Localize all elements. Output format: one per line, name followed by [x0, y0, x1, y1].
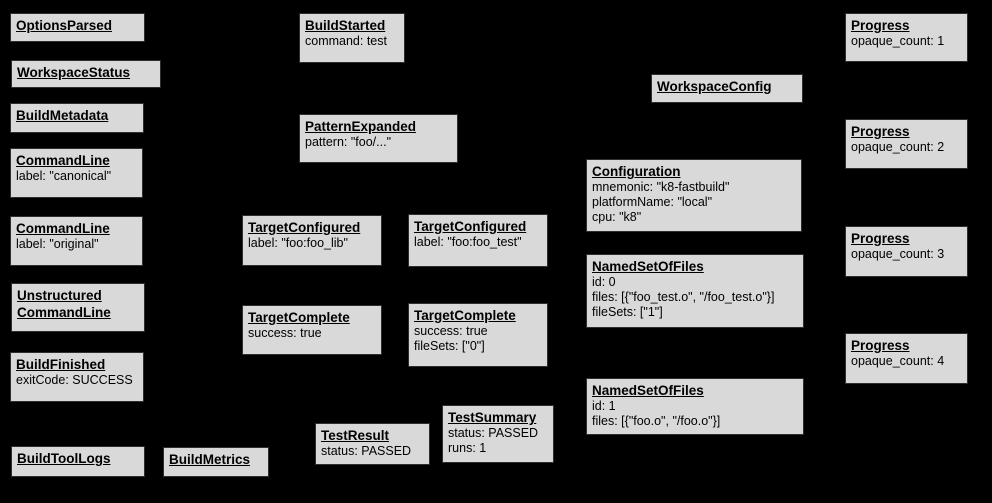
node-title: NamedSetOfFiles — [592, 259, 704, 274]
node-named-set-of-files-1: NamedSetOfFiles id: 1 files: [{"foo.o", … — [586, 378, 804, 435]
node-workspace-config: WorkspaceConfig — [651, 74, 803, 103]
node-field: label: "foo:foo_lib" — [248, 236, 348, 250]
node-named-set-of-files-0: NamedSetOfFiles id: 0 files: [{"foo_test… — [586, 254, 804, 328]
node-field: success: true — [414, 324, 488, 338]
node-field: runs: 1 — [448, 441, 487, 455]
node-progress-2: Progress opaque_count: 2 — [845, 119, 968, 169]
node-title: NamedSetOfFiles — [592, 383, 704, 398]
node-field: status: PASSED — [448, 426, 539, 440]
node-title: TargetConfigured — [414, 219, 527, 234]
node-title: CommandLine — [16, 153, 110, 168]
node-title: Progress — [851, 231, 910, 246]
node-field: fileSets: ["1"] — [592, 305, 663, 319]
node-pattern-expanded: PatternExpanded pattern: "foo/..." — [299, 114, 458, 163]
node-build-tool-logs: BuildToolLogs — [11, 446, 145, 477]
node-field: id: 1 — [592, 399, 616, 413]
node-build-metadata: BuildMetadata — [10, 103, 144, 133]
node-title: BuildToolLogs — [17, 451, 111, 466]
node-title: TargetComplete — [414, 308, 516, 323]
node-field: platformName: "local" — [592, 195, 713, 209]
node-title: Unstructured CommandLine — [17, 288, 111, 320]
node-title: TargetConfigured — [248, 220, 361, 235]
node-title: TargetComplete — [248, 310, 350, 325]
node-title: TestSummary — [448, 410, 537, 425]
node-title: BuildMetrics — [169, 452, 251, 467]
node-field: fileSets: ["0"] — [414, 339, 485, 353]
node-target-configured-foo-lib: TargetConfigured label: "foo:foo_lib" — [242, 215, 382, 266]
node-title: PatternExpanded — [305, 119, 417, 134]
node-field: label: "canonical" — [16, 169, 112, 183]
node-field: opaque_count: 2 — [851, 140, 945, 154]
node-field: id: 0 — [592, 275, 616, 289]
node-field: cpu: "k8" — [592, 210, 642, 224]
node-configuration: Configuration mnemonic: "k8-fastbuild" p… — [586, 159, 802, 232]
node-field: opaque_count: 3 — [851, 247, 945, 261]
node-field: status: PASSED — [321, 444, 412, 458]
node-progress-4: Progress opaque_count: 4 — [845, 333, 968, 384]
node-target-complete-foo-test: TargetComplete success: true fileSets: [… — [408, 303, 548, 367]
node-title: Configuration — [592, 164, 681, 179]
node-field: files: [{"foo_test.o", "/foo_test.o"}] — [592, 290, 775, 304]
node-options-parsed: OptionsParsed — [10, 13, 145, 42]
node-command-line-original: CommandLine label: "original" — [10, 216, 143, 266]
node-workspace-status: WorkspaceStatus — [11, 60, 161, 88]
node-field: pattern: "foo/..." — [305, 135, 392, 149]
node-title: Progress — [851, 338, 910, 353]
node-build-started: BuildStarted command: test — [299, 13, 405, 63]
node-field: mnemonic: "k8-fastbuild" — [592, 180, 730, 194]
node-target-complete-foo-lib: TargetComplete success: true — [242, 305, 382, 355]
node-build-finished: BuildFinished exitCode: SUCCESS — [10, 352, 144, 402]
node-field: success: true — [248, 326, 322, 340]
node-build-metrics: BuildMetrics — [163, 447, 269, 477]
node-field: exitCode: SUCCESS — [16, 373, 133, 387]
node-progress-1: Progress opaque_count: 1 — [845, 13, 968, 62]
node-field: label: "foo:foo_test" — [414, 235, 522, 249]
node-title: BuildStarted — [305, 18, 386, 33]
node-unstructured-command-line: Unstructured CommandLine — [11, 283, 145, 332]
node-field: opaque_count: 4 — [851, 354, 945, 368]
node-title: WorkspaceConfig — [657, 79, 772, 94]
node-title: CommandLine — [16, 221, 110, 236]
node-title: OptionsParsed — [16, 18, 113, 33]
node-title: Progress — [851, 124, 910, 139]
node-command-line-canonical: CommandLine label: "canonical" — [10, 148, 143, 198]
node-title: BuildFinished — [16, 357, 106, 372]
node-title: BuildMetadata — [16, 108, 109, 123]
node-target-configured-foo-test: TargetConfigured label: "foo:foo_test" — [408, 214, 548, 267]
node-field: opaque_count: 1 — [851, 34, 945, 48]
node-test-result: TestResult status: PASSED — [315, 423, 430, 465]
node-title: WorkspaceStatus — [17, 65, 131, 80]
node-field: command: test — [305, 34, 387, 48]
node-progress-3: Progress opaque_count: 3 — [845, 226, 968, 277]
node-field: label: "original" — [16, 237, 99, 251]
node-test-summary: TestSummary status: PASSED runs: 1 — [442, 405, 554, 463]
node-title: TestResult — [321, 428, 390, 443]
node-title: Progress — [851, 18, 910, 33]
node-field: files: [{"foo.o", "/foo.o"}] — [592, 414, 721, 428]
